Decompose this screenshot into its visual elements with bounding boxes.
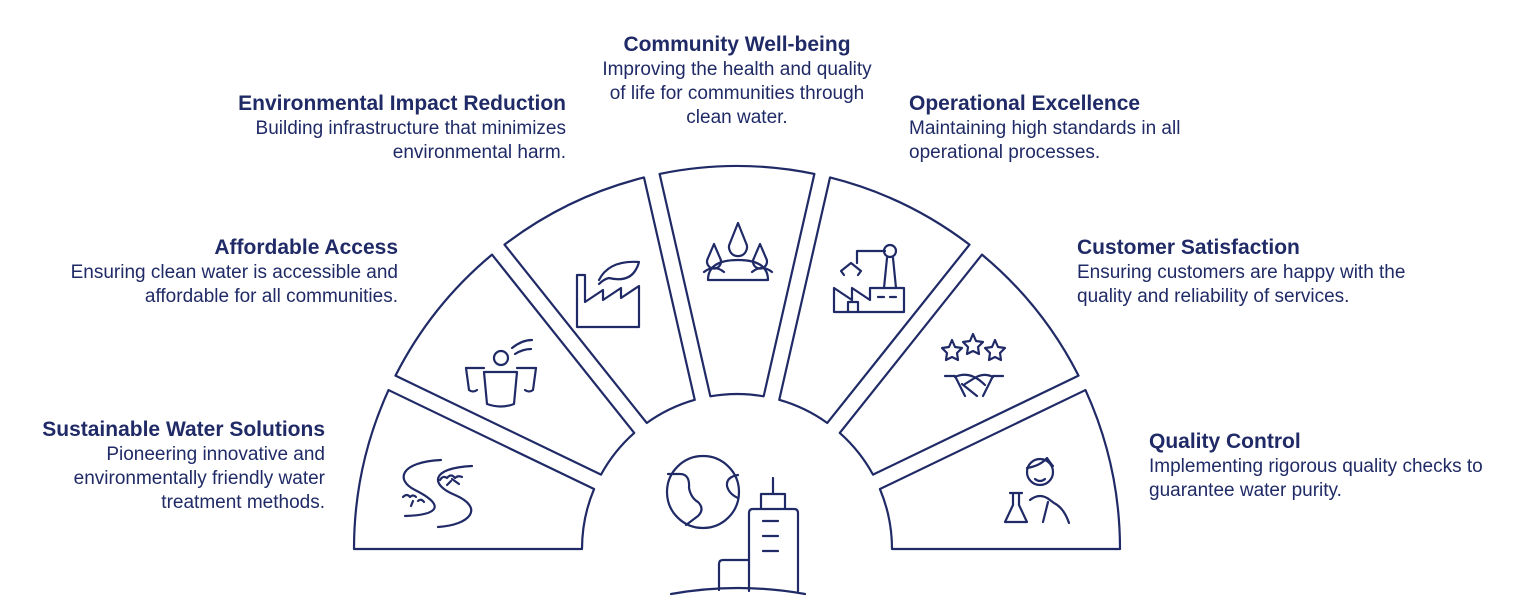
- robot-arm-factory-icon: [832, 243, 906, 314]
- water-cups-icon: [464, 338, 538, 408]
- factory-leaf-icon: [575, 260, 641, 329]
- globe-city-icon: [665, 454, 807, 596]
- segment-operational-excellence: [778, 176, 971, 425]
- segment-community-well-being: [658, 164, 816, 398]
- label-sustainable-water-solutions: Sustainable Water Solutions Pioneering i…: [42, 418, 325, 513]
- segment-affordable-access: [394, 253, 636, 476]
- segment-environmental-impact-reduction: [503, 176, 696, 425]
- river-icon: [401, 458, 474, 529]
- community-drops-icon: [702, 221, 774, 282]
- scientist-flask-icon: [1003, 456, 1071, 525]
- label-community-well-being: Community Well-being Improving the healt…: [602, 33, 872, 128]
- segment-customer-satisfaction: [838, 253, 1080, 476]
- label-operational-excellence: Operational Excellence Maintaining high …: [909, 92, 1181, 163]
- segment-quality-control: [878, 388, 1122, 551]
- label-quality-control: Quality Control Implementing rigorous qu…: [1149, 430, 1483, 501]
- label-customer-satisfaction: Customer Satisfaction Ensuring customers…: [1077, 236, 1406, 307]
- label-affordable-access: Affordable Access Ensuring clean water i…: [70, 236, 398, 307]
- stars-handshake-icon: [940, 332, 1007, 398]
- segment-sustainable-water-solutions: [352, 388, 596, 551]
- label-environmental-impact-reduction: Environmental Impact Reduction Building …: [238, 92, 566, 163]
